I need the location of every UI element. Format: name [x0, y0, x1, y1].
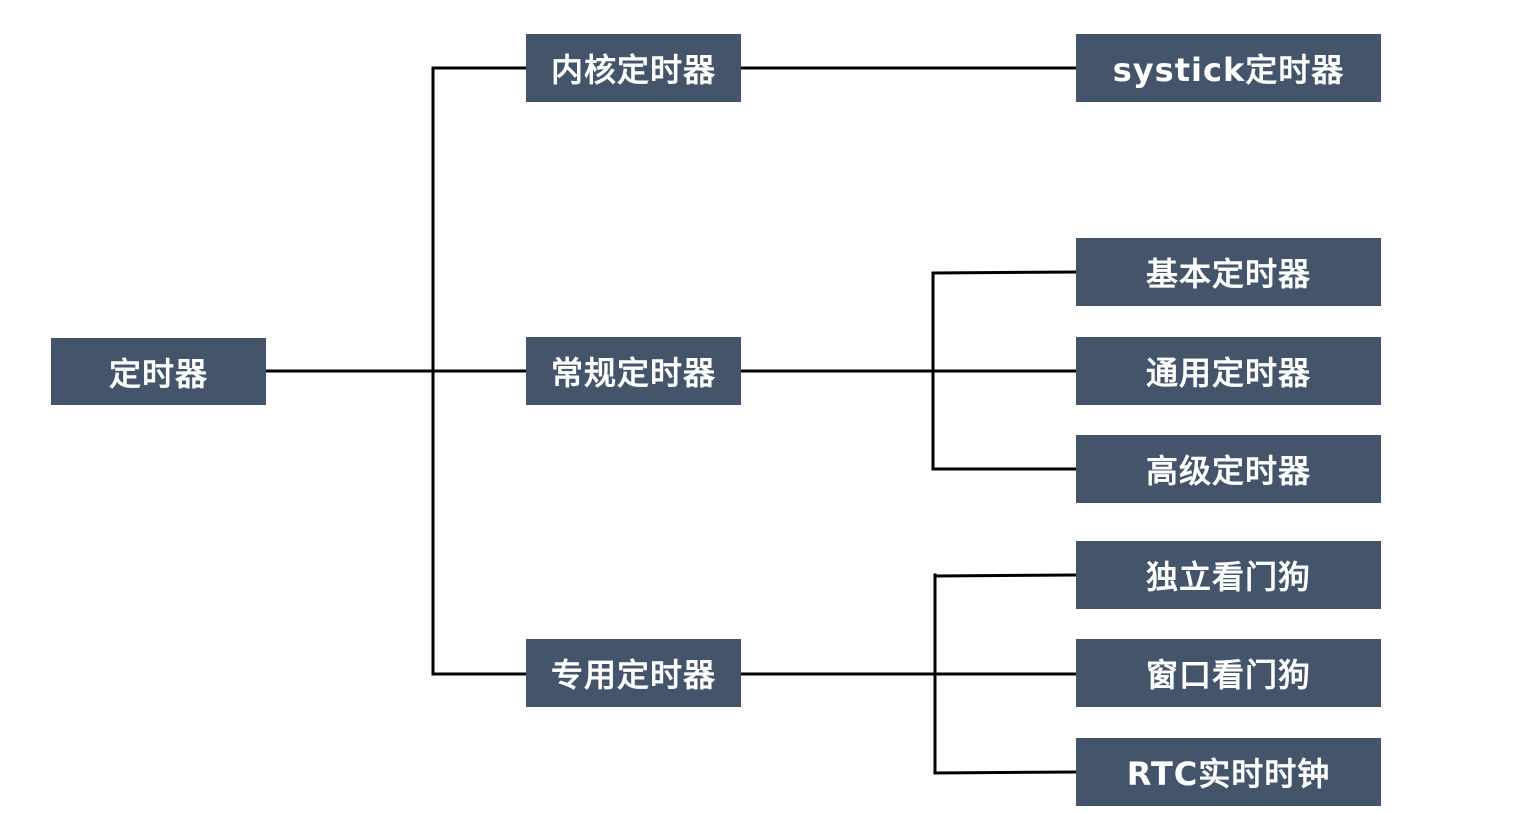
- node-label: RTC实时时钟: [1126, 755, 1331, 793]
- node-label: 基本定时器: [1145, 255, 1311, 293]
- node-window-watchdog: 窗口看门狗: [1076, 639, 1381, 707]
- node-special-timer: 专用定时器: [526, 639, 741, 707]
- node-regular-timer: 常规定时器: [526, 337, 741, 405]
- node-label: 窗口看门狗: [1145, 656, 1311, 694]
- node-label: 高级定时器: [1145, 452, 1311, 490]
- node-label: 内核定时器: [550, 51, 716, 89]
- connector-to-basic: [931, 270, 1078, 275]
- node-label: 独立看门狗: [1145, 558, 1311, 596]
- node-rtc-clock: RTC实时时钟: [1076, 738, 1381, 806]
- node-independent-watchdog: 独立看门狗: [1076, 541, 1381, 609]
- node-label: 定时器: [108, 354, 208, 393]
- node-label: systick定时器: [1112, 51, 1345, 89]
- node-advanced-timer: 高级定时器: [1076, 435, 1381, 503]
- node-kernel-timer: 内核定时器: [526, 34, 741, 102]
- node-basic-timer: 基本定时器: [1076, 238, 1381, 306]
- connector-to-iwdg: [933, 573, 1078, 578]
- node-systick-timer: systick定时器: [1076, 34, 1381, 102]
- node-general-timer: 通用定时器: [1076, 337, 1381, 405]
- node-label: 通用定时器: [1145, 354, 1311, 392]
- node-label: 常规定时器: [550, 354, 716, 392]
- connector-to-rtc: [933, 770, 1078, 775]
- node-timer-root: 定时器: [51, 338, 266, 405]
- node-label: 专用定时器: [550, 656, 716, 694]
